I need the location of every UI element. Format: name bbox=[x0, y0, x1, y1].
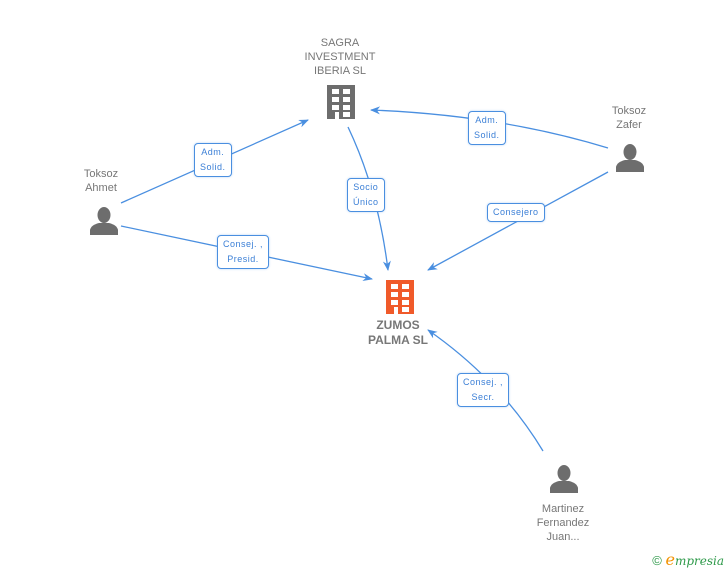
person-icon[interactable] bbox=[89, 206, 119, 236]
edge-label-ahmet-sagra[interactable]: Adm. Solid. bbox=[194, 143, 232, 177]
building-icon-main[interactable] bbox=[385, 279, 415, 315]
building-icon[interactable] bbox=[326, 84, 356, 120]
edge-label-martinez-zumos[interactable]: Consej. , Secr. bbox=[457, 373, 510, 407]
node-label-sagra[interactable]: SAGRA INVESTMENT IBERIA SL bbox=[304, 37, 376, 77]
edge-label-zafer-zumos[interactable]: Consejero bbox=[487, 203, 545, 222]
copyright-footer: © empresia bbox=[652, 550, 724, 569]
brand-logo-initial: e bbox=[665, 550, 675, 569]
edge-label-zafer-sagra[interactable]: Adm. Solid. bbox=[468, 111, 506, 145]
node-label-zumos[interactable]: ZUMOS PALMA SL bbox=[368, 318, 428, 347]
edge-label-sagra-zumos[interactable]: Socio Único bbox=[347, 178, 385, 212]
edge-label-ahmet-zumos[interactable]: Consej. , Presid. bbox=[217, 235, 270, 269]
node-label-martinez[interactable]: Martinez Fernandez Juan... bbox=[536, 503, 590, 543]
brand-logo-text: mpresia bbox=[674, 554, 724, 568]
node-label-ahmet[interactable]: Toksoz Ahmet bbox=[83, 168, 119, 194]
person-icon[interactable] bbox=[549, 464, 579, 494]
copyright-icon: © bbox=[652, 553, 662, 568]
node-label-zafer[interactable]: Toksoz Zafer bbox=[611, 105, 647, 131]
person-icon[interactable] bbox=[615, 143, 645, 173]
